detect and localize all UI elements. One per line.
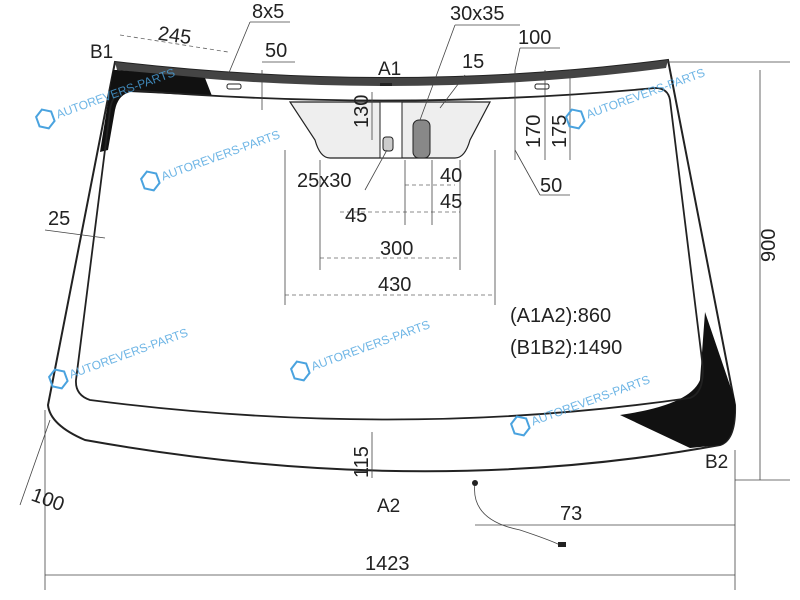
mirror-mount-icon — [412, 119, 431, 159]
dim-900: 900 — [758, 229, 780, 262]
diagonal-a1a2: (A1A2):860 — [510, 305, 611, 327]
ar-logo-icon — [509, 415, 531, 437]
point-b1: B1 — [90, 42, 113, 63]
dim-100-bottom: 100 — [28, 484, 67, 516]
dim-45-right: 45 — [440, 191, 462, 213]
point-a2: A2 — [377, 496, 400, 517]
viewing-area — [75, 87, 704, 421]
dim-430: 430 — [378, 274, 411, 296]
ar-logo-icon — [289, 360, 311, 382]
dim-73: 73 — [560, 503, 582, 525]
top-band — [115, 60, 668, 87]
slot-right-icon — [534, 83, 550, 90]
dim-115: 115 — [351, 446, 373, 478]
dim-50-right: 50 — [540, 175, 562, 197]
dim-170: 170 — [523, 115, 545, 148]
dim-25: 25 — [48, 208, 70, 230]
ar-logo-icon — [34, 108, 56, 130]
diagonal-b1b2: (B1B2):1490 — [510, 337, 622, 359]
a1-marker — [380, 83, 392, 86]
dim-8x5: 8x5 — [252, 1, 284, 23]
dimension-lines — [19, 21, 790, 590]
frit-right — [620, 312, 736, 448]
ar-logo-icon — [564, 108, 586, 130]
dim-1423: 1423 — [365, 553, 410, 575]
point-a1: A1 — [378, 59, 401, 80]
point-b2: B2 — [705, 452, 728, 473]
dim-175: 175 — [549, 115, 571, 148]
ar-logo-icon — [139, 170, 161, 192]
dim-130: 130 — [351, 95, 373, 128]
dim-100: 100 — [518, 27, 551, 49]
dim-30x35: 30x35 — [450, 3, 505, 25]
dim-25x30: 25x30 — [297, 170, 352, 192]
dim-300: 300 — [380, 238, 413, 260]
dim-45-left: 45 — [345, 205, 367, 227]
dim-15: 15 — [462, 51, 484, 73]
glass-outline — [46, 58, 737, 473]
dim-50-top: 50 — [265, 40, 287, 62]
slot-left-icon — [226, 83, 242, 90]
dim-245: 245 — [156, 23, 192, 49]
rain-sensor-icon — [382, 136, 394, 152]
dim-40: 40 — [440, 165, 462, 187]
ar-logo-icon — [47, 368, 69, 390]
